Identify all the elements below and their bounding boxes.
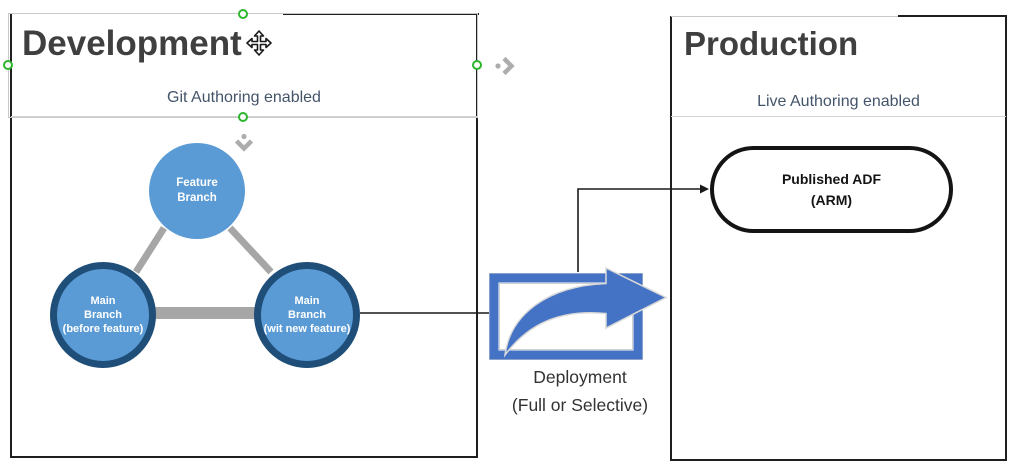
resize-handle-bottom[interactable]	[237, 111, 248, 122]
deployment-caption-line1: Deployment	[533, 367, 627, 387]
production-header-divider	[671, 116, 1006, 117]
published-adf-label-line2: (ARM)	[810, 191, 853, 208]
resize-handle-top[interactable]	[237, 8, 248, 19]
feature-branch-node[interactable]: Feature Branch	[149, 143, 245, 239]
curved-right-arrow-icon	[503, 266, 668, 358]
production-top-border-black	[898, 15, 1007, 17]
main-before-label-line2: Branch	[84, 308, 122, 321]
development-container[interactable]	[10, 14, 478, 458]
production-subtitle: Live Authoring enabled	[757, 93, 920, 110]
main-branch-before-node[interactable]: Main Branch (before feature)	[50, 262, 156, 368]
published-adf-node[interactable]: Published ADF (ARM)	[710, 146, 953, 233]
expand-arrow-right-icon[interactable]	[495, 56, 515, 76]
expand-arrow-down-icon[interactable]	[234, 133, 254, 152]
resize-handle-right[interactable]	[471, 59, 482, 70]
connector-feature-to-before-branch[interactable]	[133, 226, 167, 274]
development-top-border	[283, 13, 479, 15]
connector-deployment-to-published[interactable]	[577, 184, 709, 273]
production-top-border-gray	[671, 16, 898, 17]
published-adf-label-line1: Published ADF	[781, 170, 882, 187]
resize-handle-left[interactable]	[3, 59, 13, 70]
main-new-label-line3: (wit new feature)	[263, 323, 351, 336]
deployment-caption-line2: (Full or Selective)	[511, 395, 649, 415]
production-container[interactable]	[670, 16, 1007, 461]
deployment-icon[interactable]	[489, 266, 668, 360]
deployment-caption: Deployment (Full or Selective)	[470, 363, 690, 419]
connector-feature-to-new-branch[interactable]	[227, 225, 274, 275]
move-cursor-icon	[246, 30, 272, 56]
main-new-label-line2: Branch	[288, 308, 326, 321]
development-subtitle: Git Authoring enabled	[167, 89, 321, 106]
main-before-label-line1: Main	[90, 294, 116, 307]
development-title: Development	[22, 24, 242, 63]
feature-branch-label-line2: Branch	[177, 192, 217, 204]
production-title: Production	[684, 25, 859, 62]
main-branch-new-node[interactable]: Main Branch (wit new feature)	[254, 262, 360, 368]
feature-branch-label-line1: Feature	[176, 177, 218, 190]
main-new-label-line1: Main	[294, 294, 320, 307]
main-before-label-line3: (before feature)	[62, 323, 144, 336]
